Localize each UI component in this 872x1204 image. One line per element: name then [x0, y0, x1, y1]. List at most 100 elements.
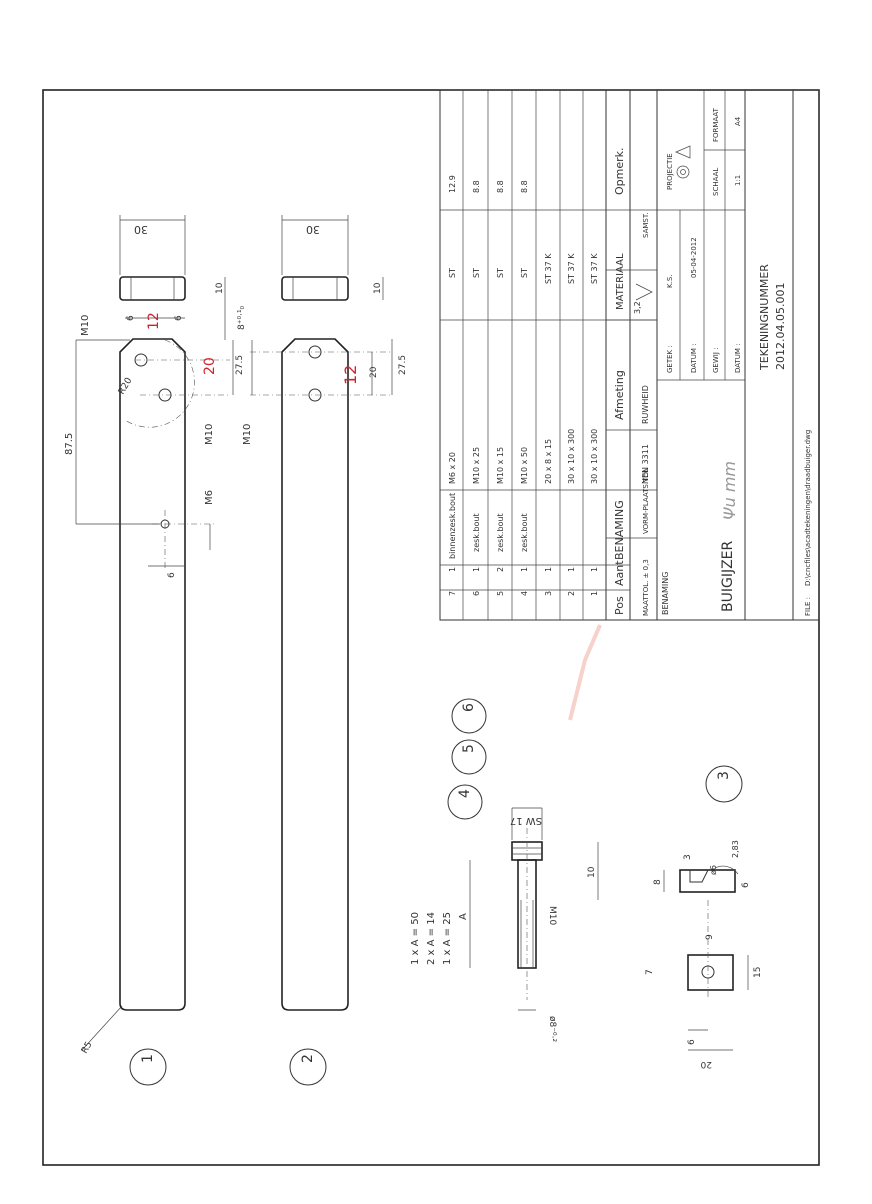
part-1-side-view	[119, 276, 186, 301]
part-3-aant: 1	[544, 567, 553, 572]
datum2-label: DATUM :	[734, 343, 742, 373]
header-aant: Aant	[613, 560, 626, 586]
dim-p1-r5: R5	[80, 1040, 95, 1055]
part-3-materiaal: ST 37 K	[544, 253, 553, 284]
balloon-4-label: 4	[457, 789, 473, 798]
block-three: 3	[683, 854, 693, 860]
dim-p1-87-5: 87.5	[64, 433, 75, 455]
nen-label: NEN 3311	[641, 444, 650, 484]
dim-p1-m10-top: M10	[80, 315, 91, 336]
balloons: 1 2 3 4 5 6	[129, 698, 743, 1086]
balloon-4	[447, 784, 483, 820]
part-2-side-view	[281, 276, 349, 301]
schaal-value: 1:1	[734, 175, 742, 186]
dim-p2-width: 30	[306, 223, 320, 236]
part-5-benaming: zesk.bout	[496, 513, 505, 552]
block-side-view	[679, 869, 736, 893]
header-opmerk: Opmerk.	[613, 147, 626, 195]
dim-p1-m6: M6	[204, 490, 215, 505]
part-5-afmeting: M10 x 15	[496, 447, 505, 484]
part-7-benaming: binnenzesk.bout	[448, 493, 457, 559]
dim-p1-red-12: 12	[146, 312, 162, 330]
samst-label: SAMST.	[642, 212, 650, 238]
balloon-1-label: 1	[140, 1054, 156, 1063]
bolt-line1: 1 x A = 50	[410, 912, 421, 965]
dim-p1-27-5: 27.5	[235, 355, 245, 375]
part-6-opmerk: 8.8	[472, 180, 481, 193]
part-7-pos: 7	[448, 591, 457, 596]
schaal-label: SCHAAL	[712, 168, 720, 196]
block-seven: 7	[645, 969, 655, 975]
dim-p1-m10-side: M10	[204, 424, 215, 445]
bolt-a: A	[458, 913, 469, 920]
part-6-benaming: zesk.bout	[472, 513, 481, 552]
dim-p2-thickness: 10	[373, 282, 383, 294]
tekeningnummer-value: 2012.04.05.001	[774, 283, 787, 370]
header-materiaal: MATERIAAL	[615, 253, 626, 310]
block-drawing: 8 3 ø6 2,83 6 9 7 15 6 20	[645, 840, 763, 1069]
dim-p1-six-b: 6	[174, 315, 184, 321]
block-twenty: 20	[700, 1059, 712, 1069]
file-label: FILE :	[804, 597, 812, 616]
formaat-label: FORMAAT	[712, 107, 720, 142]
part-3-pos: 3	[544, 591, 553, 596]
dim-p2-red-12: 12	[341, 365, 360, 385]
part-7-materiaal: ST	[448, 268, 457, 278]
block-dia6: ø6	[709, 865, 718, 875]
header-benaming: BENAMING	[613, 500, 626, 560]
ruwheid-value: 3,2	[633, 301, 642, 314]
dim-p1-six-a: 6	[126, 315, 136, 321]
signature: Ψu mm	[720, 461, 739, 520]
part-7-aant: 1	[448, 567, 457, 572]
dim-p2-20: 20	[369, 366, 379, 378]
roughness-symbol-icon	[635, 283, 653, 301]
drawing-frame	[42, 89, 820, 1166]
part-4-aant: 1	[520, 567, 529, 572]
part-4-afmeting: M10 x 50	[520, 447, 529, 484]
projection-symbol-icon	[675, 145, 691, 179]
vormplaats-label: VORM-PLAATS.TOL	[642, 468, 650, 534]
block-eight: 8	[653, 879, 663, 885]
dim-p1-tol: 8⁺⁰·¹₀	[237, 305, 247, 330]
balloon-5-label: 5	[461, 744, 477, 753]
getek-value: K.S.	[666, 275, 674, 288]
balloon-6-label: 6	[461, 703, 477, 712]
part-1-materiaal: ST 37 K	[590, 253, 599, 284]
part-7-opmerk: 12.9	[448, 175, 457, 193]
bolt-line3: 1 x A = 25	[442, 912, 453, 965]
bolt-drawing: SW 17 10 M10 A ø8⁻⁰·² 1 x A = 50 2 x A =…	[410, 807, 599, 1042]
r20-arc	[124, 339, 195, 428]
part-4-pos: 4	[520, 591, 529, 596]
benaming-label: BENAMING	[661, 572, 670, 615]
dim-p2-m10: M10	[242, 424, 253, 445]
part-7-afmeting: M6 x 20	[448, 452, 457, 484]
part-2-pos: 2	[567, 591, 576, 596]
block-fifteen: 15	[753, 967, 763, 978]
bolt-m10: M10	[547, 906, 557, 925]
part-2-aant: 1	[567, 567, 576, 572]
tekeningnummer-label: TEKENINGNUMMER	[758, 264, 771, 371]
formaat-value: A4	[734, 116, 742, 126]
projectie-label: PROJECTIE	[666, 153, 674, 190]
file-value: D:\cncfiles\acadtekeningen\draadbuiger.d…	[804, 430, 812, 586]
dim-p2-27-5: 27.5	[398, 355, 408, 375]
balloon-5	[451, 739, 487, 775]
balloon-1	[129, 1048, 167, 1086]
part-6-afmeting: M10 x 25	[472, 447, 481, 484]
part-1-pos: 1	[590, 591, 599, 596]
part-2-materiaal: ST 37 K	[567, 253, 576, 284]
dim-p1-six-c: 6	[167, 572, 177, 578]
parts-list: 7 1 binnenzesk.bout M6 x 20 ST 12.9 6 1 …	[448, 147, 626, 615]
block-r283: 2,83	[731, 840, 740, 858]
part-5-materiaal: ST	[496, 268, 505, 278]
part-4-opmerk: 8.8	[520, 180, 529, 193]
header-afmeting: Afmeting	[613, 370, 626, 420]
part-1-afmeting: 30 x 10 x 300	[590, 429, 599, 484]
dim-p1-thickness: 10	[215, 282, 225, 294]
balloon-2	[289, 1048, 327, 1086]
block-top-view	[687, 954, 734, 991]
gewij-label: GEWIJ :	[712, 348, 720, 373]
balloon-3	[705, 765, 743, 803]
